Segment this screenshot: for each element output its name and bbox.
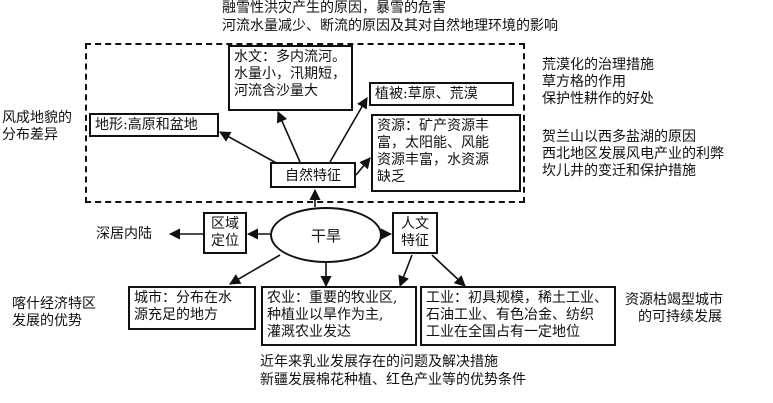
natural-features-region <box>85 43 525 203</box>
human-line-2: 特征 <box>401 233 429 249</box>
resources-line-2: 富，太阳能、风能 <box>377 135 489 151</box>
resources-line-1: 资源：矿产资源丰 <box>377 118 489 134</box>
right-b-3: 坎儿井的变迁和保护措施 <box>542 163 696 179</box>
arrow-to-industry-a <box>398 254 413 288</box>
right-b-1: 贺兰山以西多盐湖的原因 <box>542 129 696 145</box>
hydrology-line-3: 河流含沙量大 <box>234 83 318 99</box>
bottom-text-1: 近年来乳业发展存在的问题及解决措施 <box>260 354 498 370</box>
vegetation-box: 植被:草原、荒漠 <box>369 82 514 106</box>
inland-text: 深居内陆 <box>96 226 152 242</box>
left-text-2: 分布差异 <box>2 127 58 143</box>
right-a-2: 草方格的作用 <box>542 74 626 90</box>
industry-line-2: 石油工业、有色冶金、纺织 <box>426 307 594 323</box>
arrow-to-hydrology <box>276 110 301 163</box>
left-text-1: 风成地貌的 <box>2 110 72 126</box>
natural-features-text: 自然特征 <box>285 168 341 184</box>
vegetation-text: 植被:草原、荒漠 <box>375 86 478 102</box>
resource-city-text-2: 的可持续发展 <box>638 309 722 325</box>
bottom-text-2: 新疆发展棉花种植、红色产业等的优势条件 <box>260 372 526 388</box>
right-a-3: 保护性耕作的好处 <box>542 91 654 107</box>
core-text: 干旱 <box>310 226 341 245</box>
agri-line-2: 种植业以旱作为主, <box>267 307 384 323</box>
right-a-1: 荒漠化的治理措施 <box>542 57 654 73</box>
location-line-1: 区域 <box>211 216 239 232</box>
city-box: 城市：分布在水 源充足的地方 <box>128 286 256 330</box>
hydrology-line-2: 水量小，汛期短， <box>234 66 346 82</box>
arrow-to-vegetation <box>329 97 368 163</box>
arrow-to-resources <box>355 157 371 176</box>
industry-box: 工业：初具规模，稀土工业、 石油工业、有色冶金、纺织 工业在全国占有一定地位 <box>420 286 616 346</box>
agriculture-box: 农业：重要的牧业区, 种植业以旱作为主, 灌溉农业发达 <box>261 286 417 346</box>
human-line-1: 人文 <box>401 216 429 232</box>
top-text-1: 融雪性洪灾产生的原因，暴雪的危害 <box>222 0 446 16</box>
top-text-2: 河流水量减少、断流的原因及其对自然地理环境的影响 <box>222 18 558 34</box>
natural-features-box: 自然特征 <box>270 162 356 188</box>
hydrology-box: 水文：多内流河。 水量小，汛期短， 河流含沙量大 <box>228 45 353 111</box>
resources-line-3: 资源丰富，水资源 <box>377 152 489 168</box>
landform-box: 地形:高原和盆地 <box>89 113 219 137</box>
kashgar-text-2: 发展的优势 <box>12 313 82 329</box>
location-line-2: 定位 <box>211 233 239 249</box>
agri-line-1: 农业：重要的牧业区, <box>267 290 398 306</box>
resources-box: 资源：矿产资源丰 富，太阳能、风能 资源丰富，水资源 缺乏 <box>371 114 521 192</box>
agri-line-3: 灌溉农业发达 <box>267 324 351 340</box>
hydrology-line-1: 水文：多内流河。 <box>234 49 346 65</box>
landform-text: 地形:高原和盆地 <box>95 117 198 133</box>
resource-city-text-1: 资源枯竭型城市 <box>625 292 723 308</box>
right-b-2: 西北地区发展风电产业的利弊 <box>542 146 724 162</box>
arrow-to-industry-b <box>431 254 466 287</box>
core-node: 干旱 <box>270 207 382 263</box>
industry-line-3: 工业在全国占有一定地位 <box>426 324 580 340</box>
human-features-box: 人文 特征 <box>392 212 438 254</box>
industry-line-1: 工业：初具规模，稀土工业、 <box>426 290 608 306</box>
location-box: 区域 定位 <box>203 212 247 254</box>
arrow-to-city <box>229 254 281 285</box>
arrow-to-landform <box>219 131 281 166</box>
city-line-2: 源充足的地方 <box>134 307 218 323</box>
resources-line-4: 缺乏 <box>377 169 405 185</box>
city-line-1: 城市：分布在水 <box>134 290 232 306</box>
kashgar-text-1: 喀什经济特区 <box>12 296 96 312</box>
